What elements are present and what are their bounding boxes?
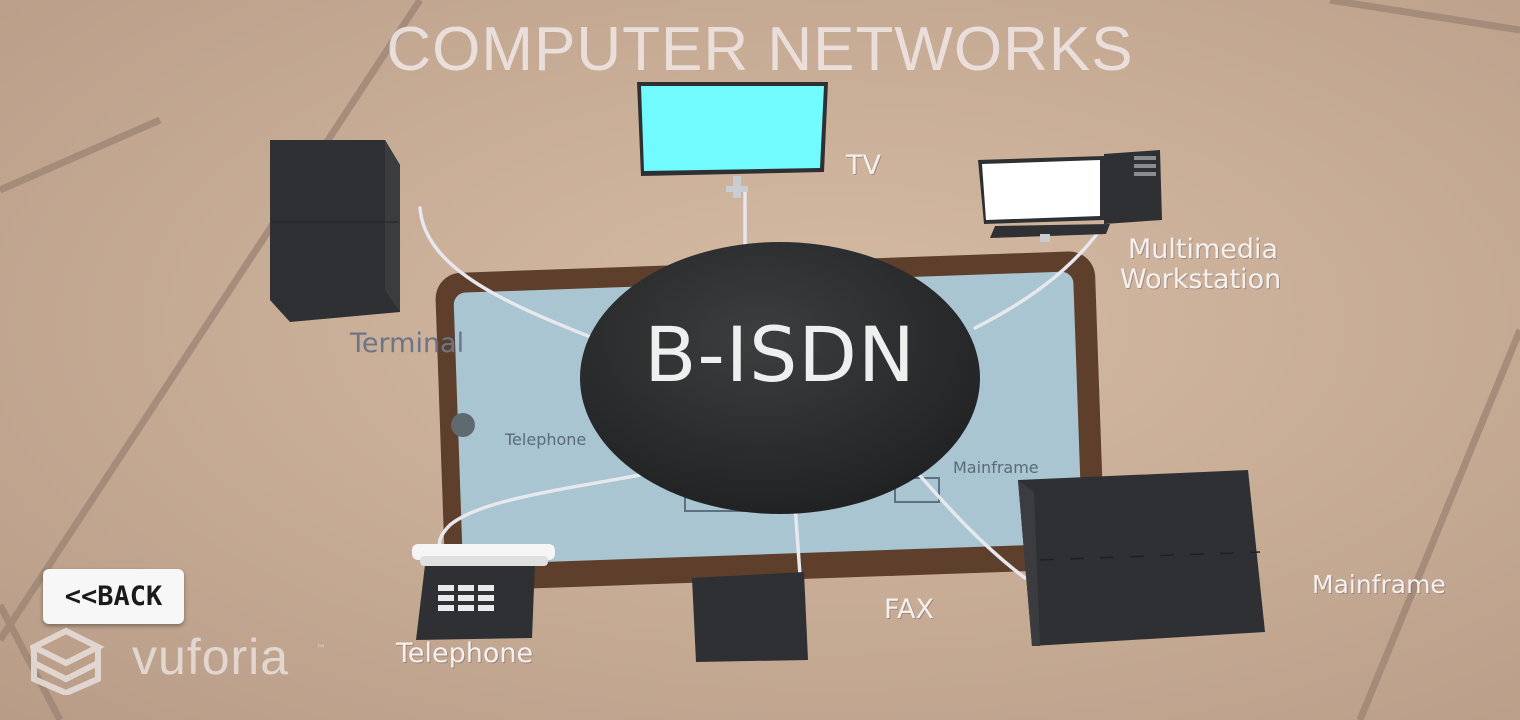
fax-label: FAX: [884, 594, 935, 625]
app-title: COMPUTER NETWORKS: [386, 15, 1134, 84]
tv-device: [637, 82, 828, 198]
hub-label: B-ISDN: [644, 310, 916, 399]
fax-device: [692, 572, 808, 662]
mainframe-label: Mainframe: [1312, 570, 1446, 599]
telephone-label: Telephone: [396, 638, 534, 669]
network-cables: [418, 188, 1102, 580]
hub-node: [580, 242, 980, 514]
phone-screen-mainframe-label: Mainframe: [953, 458, 1039, 477]
tv-label: TV: [846, 150, 881, 181]
telephone-device: [412, 544, 555, 640]
trademark-mark: ™: [316, 644, 326, 655]
vuforia-watermark-text: vuforia: [132, 629, 290, 685]
workstation-device: [978, 150, 1162, 242]
back-button[interactable]: <<BACK: [43, 569, 184, 624]
terminal-label: Terminal: [350, 328, 465, 359]
workstation-label-line2: Workstation: [1120, 264, 1282, 295]
vuforia-logo-icon: [30, 627, 105, 695]
terminal-device: [270, 140, 400, 322]
mainframe-device: [1018, 470, 1265, 646]
phone-screen-telephone-label: Telephone: [505, 430, 587, 449]
workstation-label-line1: Multimedia: [1128, 234, 1279, 265]
